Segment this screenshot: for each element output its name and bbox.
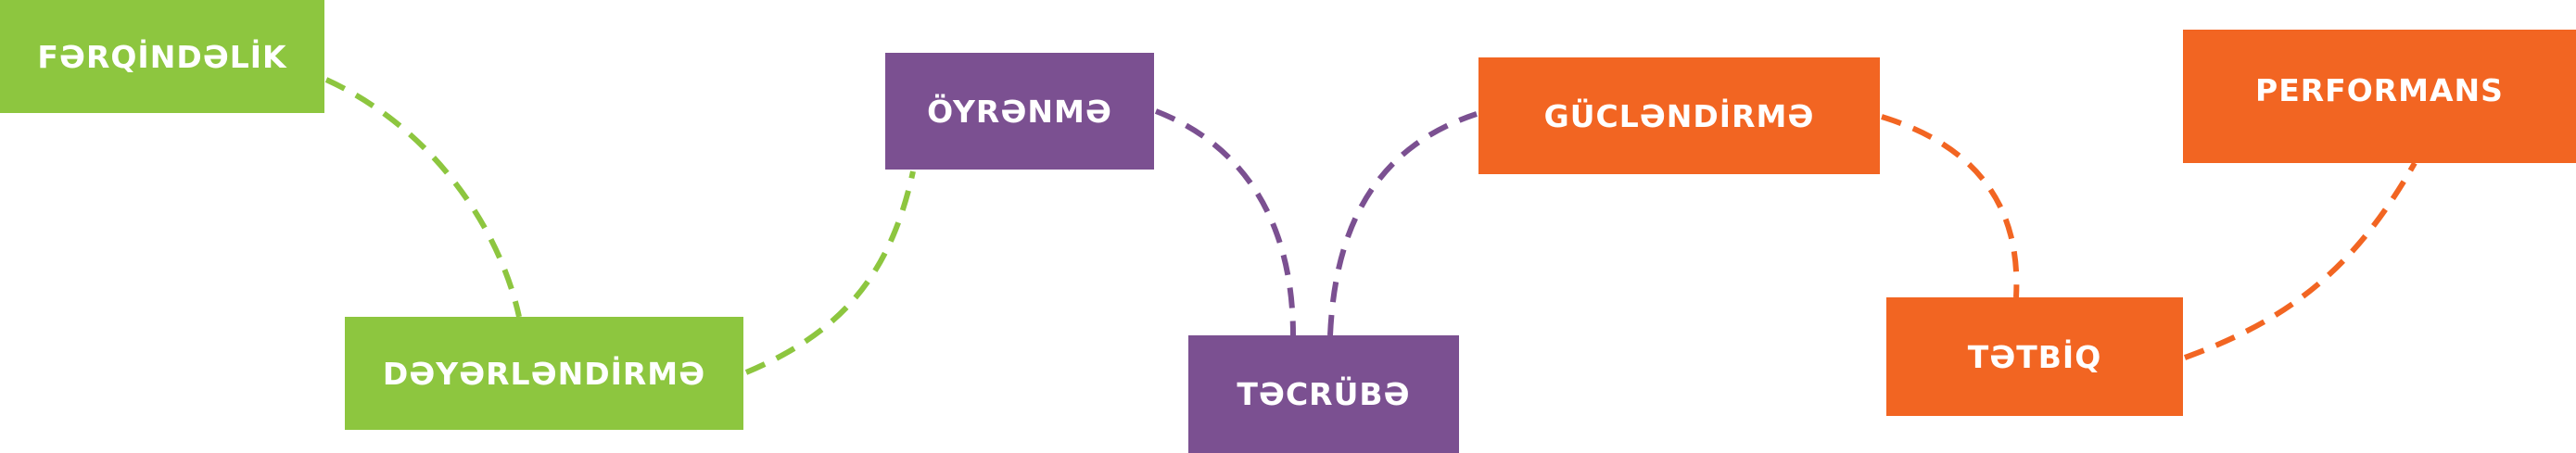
node-performans: PERFORMANS	[2183, 30, 2576, 163]
node-label: DƏYƏRLƏNDİRMƏ	[382, 355, 706, 392]
node-deyerlendirme: DƏYƏRLƏNDİRMƏ	[345, 317, 743, 430]
link-tecrube-guclendirme	[1327, 111, 1478, 336]
link-oyrenme-tecrube	[1154, 108, 1296, 336]
link-tetbiq-performans	[2183, 161, 2417, 360]
node-label: TƏCRÜBƏ	[1237, 376, 1411, 412]
link-ferqindelik-deyerlendirme	[324, 77, 522, 318]
node-oyrenme: ÖYRƏNMƏ	[885, 53, 1154, 170]
node-label: FƏRQİNDƏLİK	[37, 38, 287, 75]
node-label: TƏTBİQ	[1967, 338, 2102, 375]
node-ferqindelik: FƏRQİNDƏLİK	[0, 0, 324, 113]
link-deyerlendirme-oyrenme	[744, 170, 916, 375]
node-tecrube: TƏCRÜBƏ	[1188, 335, 1459, 453]
node-label: ÖYRƏNMƏ	[927, 93, 1112, 130]
link-guclendirme-tetbiq	[1881, 114, 2020, 298]
node-label: GÜCLƏNDİRMƏ	[1543, 97, 1815, 134]
node-tetbiq: TƏTBİQ	[1886, 297, 2183, 416]
node-guclendirme: GÜCLƏNDİRMƏ	[1478, 57, 1880, 174]
node-label: PERFORMANS	[2255, 72, 2504, 108]
